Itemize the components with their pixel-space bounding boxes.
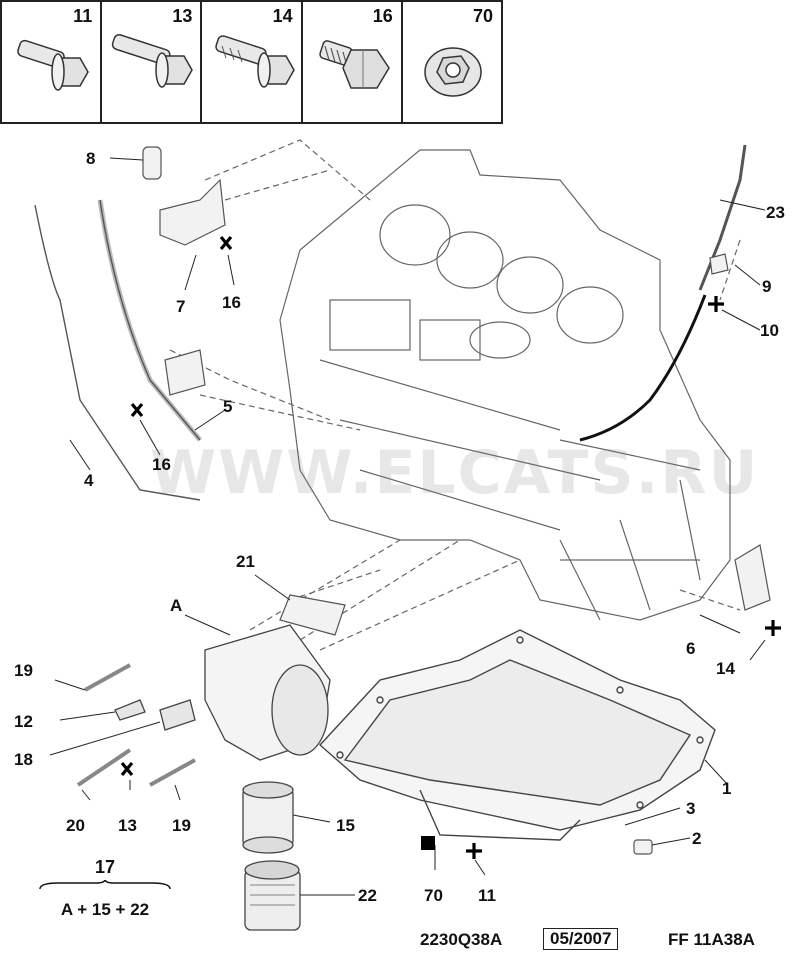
- watermark: WWW.ELCATS.RU: [150, 438, 760, 508]
- engine-block: [279, 149, 731, 621]
- fastener-number: 11: [73, 6, 93, 26]
- plus-marker: [708, 296, 724, 312]
- callout-11[interactable]: 11: [478, 886, 496, 905]
- fastener-number: 16: [372, 6, 393, 26]
- shoulder-bolt-icon: [215, 35, 296, 88]
- bolt-19b: [149, 758, 196, 787]
- hex-bolt-icon: [318, 40, 390, 89]
- callout-13[interactable]: 13: [118, 816, 137, 835]
- dipstick-4: [34, 204, 201, 501]
- flange-nut-icon: [424, 47, 482, 97]
- callout-19[interactable]: 19: [14, 661, 33, 680]
- x-marker: [130, 402, 144, 418]
- sensor-12: [114, 699, 146, 721]
- callout-5[interactable]: 5: [223, 397, 233, 416]
- callout-16[interactable]: 16: [152, 455, 171, 474]
- callout-70[interactable]: 70: [424, 886, 443, 905]
- fastener-number: 13: [172, 6, 193, 26]
- callout-2[interactable]: 2: [692, 829, 702, 848]
- x-marker: [219, 235, 233, 251]
- callout-9[interactable]: 9: [762, 277, 772, 296]
- callout-A[interactable]: A: [170, 596, 183, 615]
- callout-14[interactable]: 14: [716, 659, 735, 678]
- dipstick-23: [698, 144, 747, 291]
- bolt-19a: [84, 663, 131, 692]
- kit-formula: A + 15 + 22: [60, 900, 150, 919]
- callout-21[interactable]: 21: [236, 552, 255, 571]
- callout-6[interactable]: 6: [686, 639, 696, 658]
- fastener-cell-14[interactable]: 14: [202, 2, 303, 122]
- bracket-5: [164, 349, 206, 396]
- callout-4[interactable]: 4: [84, 471, 94, 490]
- bolt-20: [76, 748, 132, 787]
- fastener-legend-box: 11 13 14 16 70: [0, 0, 503, 124]
- callout-20[interactable]: 20: [66, 816, 85, 835]
- fastener-cell-11[interactable]: 11: [2, 2, 103, 122]
- plus-marker: [466, 843, 482, 859]
- flange-bolt-icon: [17, 39, 89, 91]
- fastener-number: 70: [472, 6, 494, 26]
- dipstick-23-black: [579, 294, 707, 442]
- plug-2: [633, 839, 653, 855]
- brace-icon: [39, 880, 171, 890]
- x-marker: [120, 761, 134, 777]
- bushing-8: [142, 146, 162, 180]
- diagram-reference: 2230Q38A: [420, 930, 503, 949]
- kit-number[interactable]: 17: [94, 857, 116, 877]
- gasket-21: [279, 594, 346, 636]
- callout-12[interactable]: 12: [14, 712, 33, 731]
- callout-10[interactable]: 10: [760, 321, 779, 340]
- fastener-number: 14: [272, 6, 293, 26]
- callout-18[interactable]: 18: [14, 750, 33, 769]
- bracket-7: [159, 178, 226, 246]
- callout-8[interactable]: 8: [86, 149, 96, 168]
- fitting-18: [159, 699, 196, 731]
- callout-7[interactable]: 7: [176, 297, 186, 316]
- callout-3[interactable]: 3: [686, 799, 696, 818]
- callout-19[interactable]: 19: [172, 816, 191, 835]
- long-bolt-icon: [112, 33, 194, 88]
- callout-1[interactable]: 1: [722, 779, 732, 798]
- callout-22[interactable]: 22: [358, 886, 377, 905]
- callout-16[interactable]: 16: [222, 293, 241, 312]
- diagram-code: FF 11A38A: [668, 930, 755, 949]
- plus-marker: [765, 620, 781, 636]
- clip-9: [709, 253, 729, 275]
- fastener-cell-13[interactable]: 13: [102, 2, 203, 122]
- callout-23[interactable]: 23: [766, 203, 785, 222]
- diagram-date: 05/2007: [543, 928, 619, 950]
- kit-legend: 17 A + 15 + 22: [38, 857, 172, 920]
- fastener-cell-70[interactable]: 70: [403, 2, 501, 122]
- square-marker: [421, 836, 435, 850]
- callout-15[interactable]: 15: [336, 816, 355, 835]
- fastener-cell-16[interactable]: 16: [303, 2, 403, 122]
- sensor-6: [734, 544, 771, 611]
